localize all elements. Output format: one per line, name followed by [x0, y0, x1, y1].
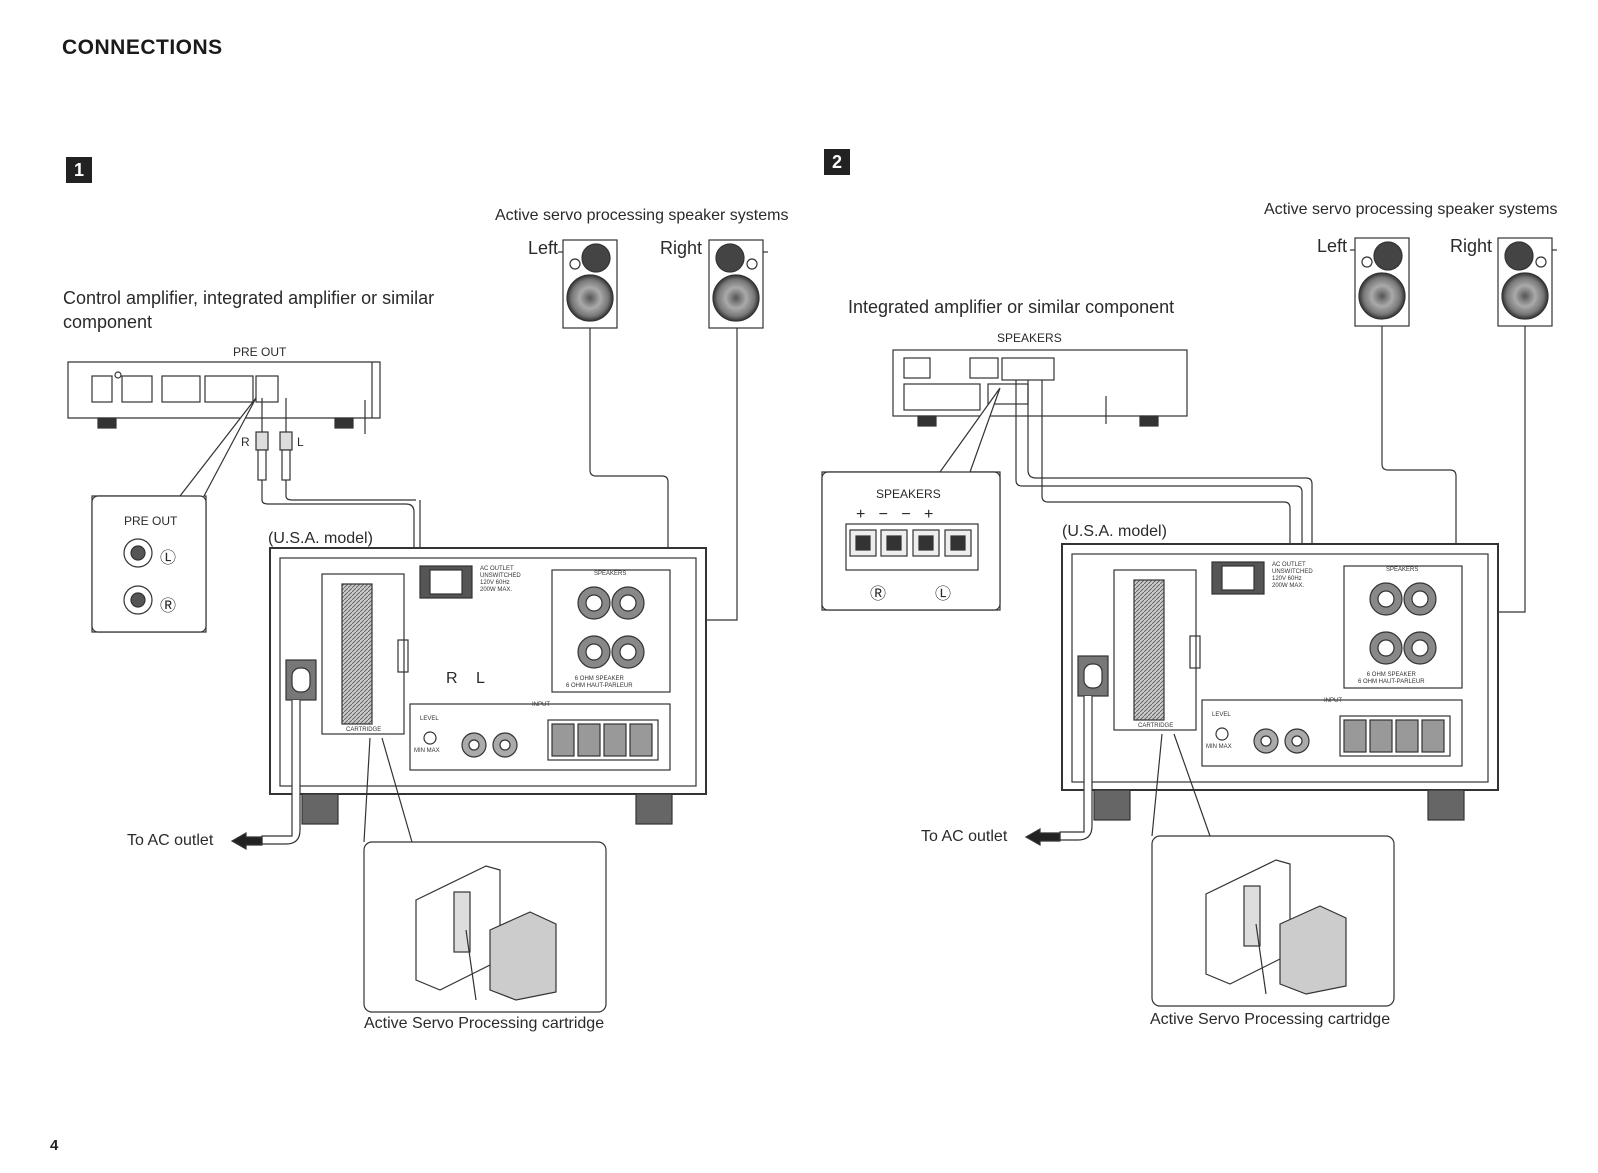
right-speaker-1	[708, 239, 768, 329]
ac-outlet-label-2: To AC outlet	[921, 828, 1008, 845]
cartridge-caption-2: Active Servo Processing cartridge	[1150, 1011, 1391, 1028]
control-amplifier-1	[67, 361, 381, 434]
unit-input-text-1: INPUT	[532, 702, 550, 708]
callout-polarity-2: + − − +	[856, 506, 934, 523]
callout-r-mark-2: Ⓡ	[870, 586, 887, 603]
unit-level-text-2: LEVEL	[1212, 712, 1231, 718]
unit-ac-text-1: AC OUTLET UNSWITCHED 120V 60Hz 200W MAX.	[480, 566, 521, 593]
right-speaker-label-2: Right	[1450, 236, 1493, 256]
plug-r-label-1: R	[241, 435, 250, 449]
unit-speaker-spec-2: 6 OHM SPEAKER 6 OHM HAUT-PARLEUR	[1358, 672, 1425, 685]
unit-cartridge-text-1: CARTRIDGE	[346, 727, 382, 733]
cartridge-caption-1: Active Servo Processing cartridge	[364, 1015, 605, 1032]
unit-plug-l-1: L	[476, 670, 485, 687]
right-speaker-label-1: Right	[660, 238, 703, 258]
left-speaker-2	[1350, 237, 1410, 327]
unit-input-text-2: INPUT	[1324, 698, 1342, 704]
unit-speaker-spec-1: 6 OHM SPEAKER 6 OHM HAUT-PARLEUR	[566, 676, 633, 689]
unit-plug-r-1: R	[446, 670, 458, 687]
ac-outlet-label-1: To AC outlet	[127, 832, 214, 849]
panel-number-badge-1: 1	[66, 157, 92, 183]
panel-number-badge-2: 2	[824, 149, 850, 175]
amp-description-1-line1: Control amplifier, integrated amplifier …	[63, 288, 435, 308]
unit-minmax-text-1: MIN MAX	[414, 748, 440, 754]
unit-speakers-text-1: SPEAKERS	[594, 571, 627, 577]
left-speaker-label-2: Left	[1317, 236, 1348, 256]
callout-l-mark-2: Ⓛ	[935, 586, 952, 603]
page-number: 4	[50, 1137, 59, 1154]
model-note-2: (U.S.A. model)	[1062, 523, 1167, 540]
amp-description-1-line2: component	[63, 312, 153, 332]
unit-level-text-1: LEVEL	[420, 716, 439, 722]
callout-l-mark-1: Ⓛ	[160, 550, 177, 567]
left-speaker-1	[558, 239, 618, 329]
integrated-amplifier-2	[892, 349, 1188, 427]
callout-title-1: PRE OUT	[124, 514, 178, 528]
callout-title-2: SPEAKERS	[876, 487, 941, 501]
amp-description-2: Integrated amplifier or similar componen…	[848, 297, 1175, 317]
left-speaker-label-1: Left	[528, 238, 559, 258]
unit-ac-text-2: AC OUTLET UNSWITCHED 120V 60Hz 200W MAX.	[1272, 562, 1313, 589]
speakers-title-2: Active servo processing speaker systems	[1264, 201, 1558, 218]
processor-unit-1	[230, 547, 707, 851]
speakers-label-2: SPEAKERS	[997, 331, 1062, 345]
model-note-1: (U.S.A. model)	[268, 530, 373, 547]
page-title: CONNECTIONS	[62, 36, 223, 59]
plug-l-label-1: L	[297, 435, 304, 449]
rca-plugs-1	[255, 398, 293, 481]
callout-r-mark-1: Ⓡ	[160, 598, 177, 615]
unit-speakers-text-2: SPEAKERS	[1386, 567, 1419, 573]
right-speaker-2	[1497, 237, 1557, 327]
pre-out-label-1: PRE OUT	[233, 345, 287, 359]
speakers-title-1: Active servo processing speaker systems	[495, 207, 789, 224]
unit-minmax-text-2: MIN MAX	[1206, 744, 1232, 750]
processor-unit-2	[1024, 543, 1499, 847]
unit-cartridge-text-2: CARTRIDGE	[1138, 723, 1174, 729]
